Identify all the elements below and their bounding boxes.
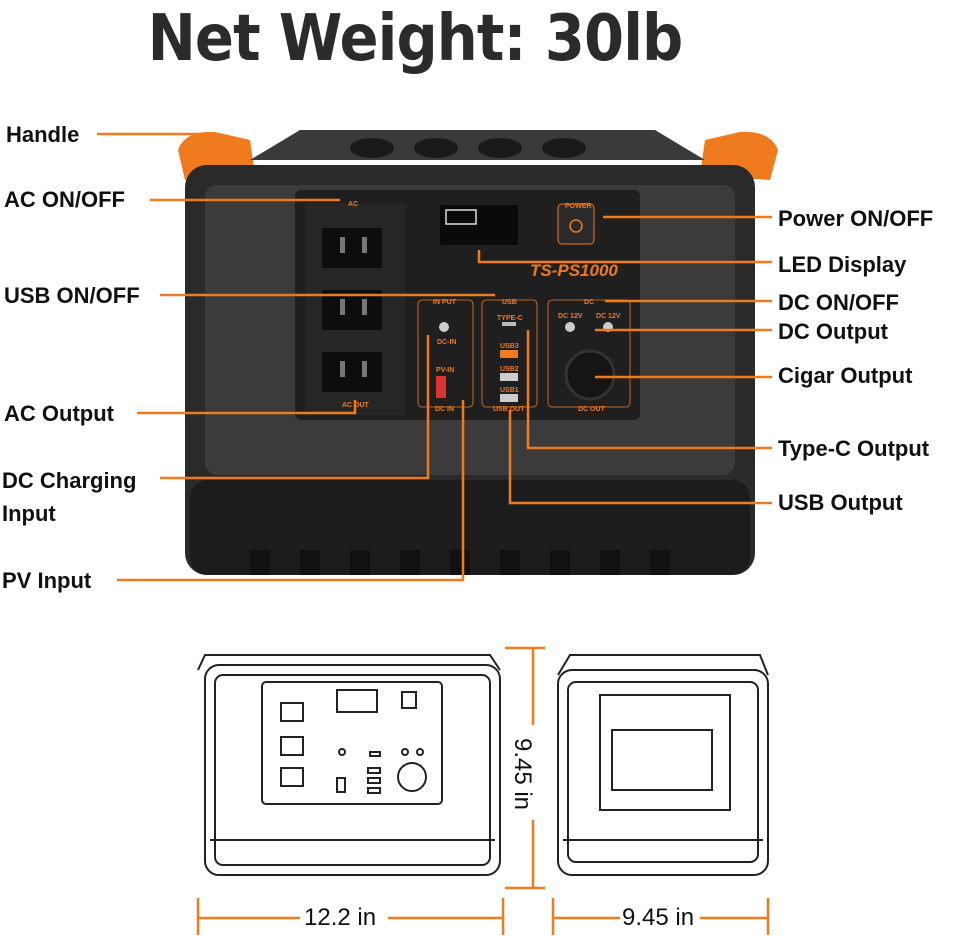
usb1-label: USB1 — [500, 387, 519, 394]
front-view-outline — [197, 654, 501, 876]
device-top — [250, 130, 705, 160]
side-view-outline — [557, 654, 769, 876]
input-label: IN PUT — [433, 299, 457, 306]
dc-in-label: DC-IN — [437, 339, 456, 346]
callout-handle: Handle — [6, 122, 80, 147]
callout-dc-onoff: DC ON/OFF — [778, 290, 899, 315]
dc-out-label: DC OUT — [578, 406, 606, 413]
width-dimension: 12.2 in — [304, 904, 377, 931]
callout-usb-output: USB Output — [778, 490, 903, 515]
page-title: Net Weight: 30lb — [147, 2, 684, 76]
power-label: POWER — [565, 203, 591, 210]
callout-lines — [97, 132, 772, 582]
callout-dc-output: DC Output — [778, 319, 888, 344]
power-button — [557, 203, 595, 245]
callout-ac-onoff: AC ON/OFF — [4, 187, 125, 212]
dc-label: DC — [584, 299, 594, 306]
usb-out-label: USB OUT — [493, 406, 525, 413]
usb-label: USB — [502, 299, 517, 306]
model-name: TS-PS1000 — [530, 261, 618, 280]
callout-led-display: LED Display — [778, 252, 907, 277]
cigar-socket — [564, 349, 616, 401]
usb3-label: USB3 — [500, 343, 519, 350]
callout-ac-output: AC Output — [4, 401, 114, 426]
callout-type-c-output: Type-C Output — [778, 436, 930, 461]
height-dimension: 9.45 in — [509, 737, 537, 811]
led-display — [440, 205, 518, 245]
callout-cigar-output: Cigar Output — [778, 363, 913, 388]
depth-dimension: 9.45 in — [622, 904, 695, 931]
usb2-label: USB2 — [500, 366, 519, 373]
ac-label: AC — [348, 201, 358, 208]
ac-outlets — [322, 228, 382, 392]
callout-power-onoff: Power ON/OFF — [778, 206, 934, 231]
type-c-label: TYPE-C — [497, 315, 523, 322]
dimension-lines — [196, 646, 770, 935]
dc12-label-a: DC 12V — [558, 313, 583, 320]
pv-in-label: PV-IN — [436, 367, 454, 374]
callout-pv-input: PV Input — [2, 568, 92, 593]
callout-dc-charging-input: DC Charging Input — [2, 468, 137, 526]
dc12-label-b: DC 12V — [596, 313, 621, 320]
callout-usb-onoff: USB ON/OFF — [4, 283, 140, 308]
dc-in-bottom-label: DC IN — [435, 406, 454, 413]
